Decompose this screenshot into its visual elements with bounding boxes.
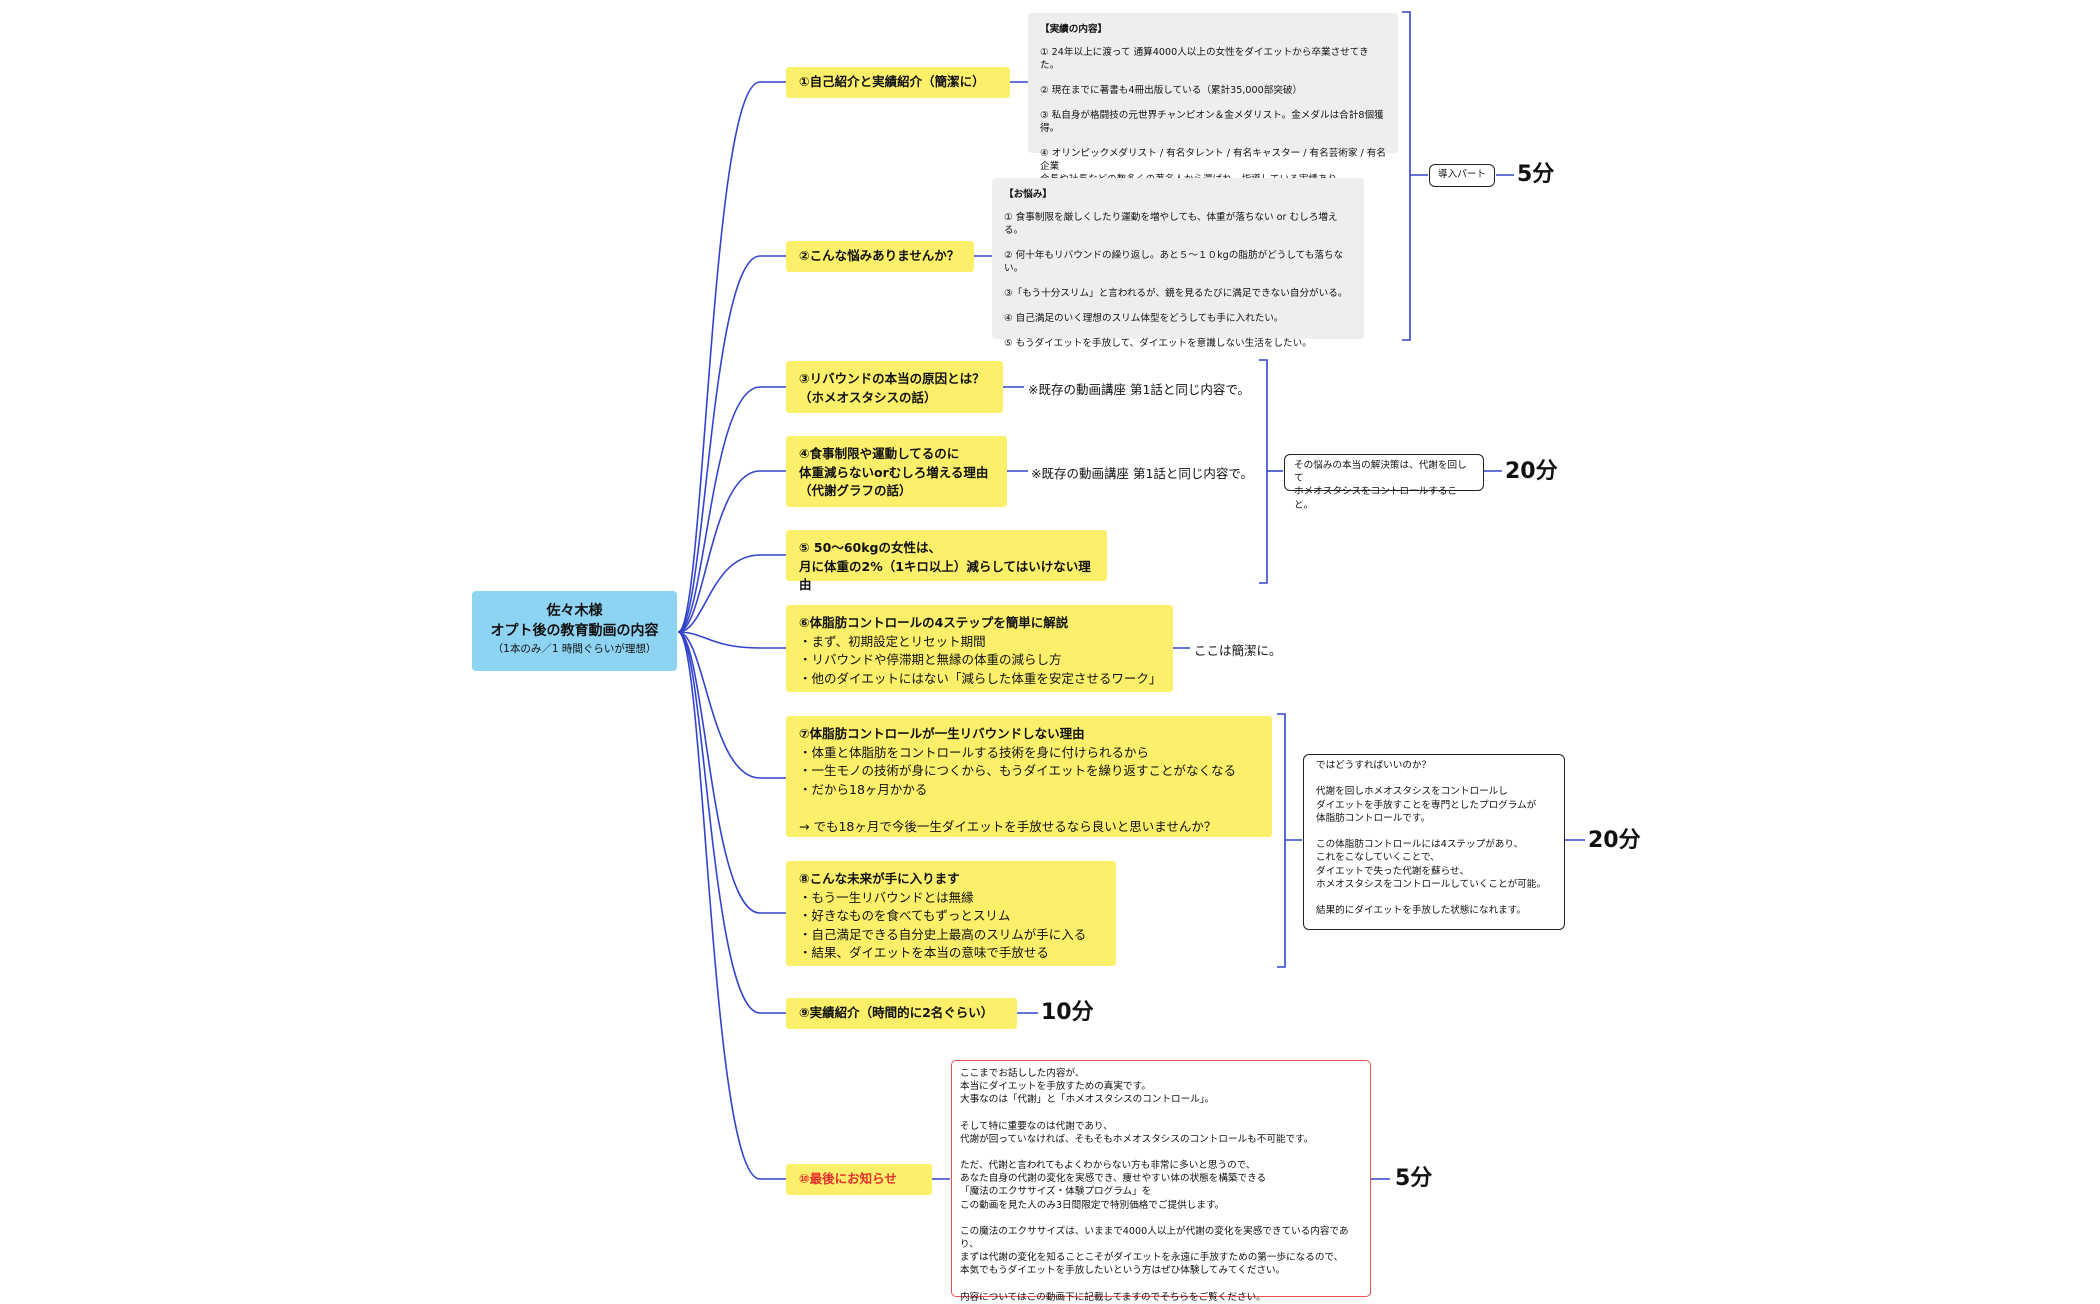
final-announcement-box: ここまでお話しした内容が、 本当にダイエットを手放すための真実です。 大事なのは… xyxy=(951,1060,1371,1303)
topic-lines: ・もう一生リバウンドとは無縁 ・好きなものを食べてもずっとスリム ・自己満足でき… xyxy=(799,889,1087,961)
worry-item: ① 食事制限を厳しくしたり運動を増やしても、体重が落ちない or むしろ増える。 xyxy=(1004,212,1338,236)
time-intro: 5分 xyxy=(1517,162,1555,187)
achievement-item: ② 現在までに著書も4冊出版している（累計35,000部突破） xyxy=(1040,85,1303,96)
topic-label: ②こんな悩みありませんか？ xyxy=(799,248,960,263)
topic-10[interactable]: ⑩最後にお知らせ xyxy=(786,1164,932,1195)
topic-label: ③リバウンドの本当の原因とは？ （ホメオスタシスの話） xyxy=(799,371,985,405)
note-topic-6: ここは簡潔に。 xyxy=(1194,643,1282,658)
note-topic-3: ※既存の動画講座 第1話と同じ内容で。 xyxy=(1028,382,1250,397)
root-note: （1本のみ／1 時間ぐらいが理想） xyxy=(492,643,657,655)
final-paragraph: 内容についてはこの動画下に記載してますのでそちらをご覧ください。 xyxy=(960,1291,1266,1303)
root-title: 佐々木様 xyxy=(546,603,603,619)
topic-label: ⑧こんな未来が手に入ります xyxy=(799,871,960,886)
final-paragraph: ただ、代謝と言われてもよくわからない方も非常に多いと思うので、 あなた自身の代謝… xyxy=(960,1160,1267,1211)
worry-item: ④ 自己満足のいく理想のスリム体型をどうしても手に入れたい。 xyxy=(1004,313,1284,324)
topic-label: ④食事制限や運動してるのに 体重減らないorむしろ増える理由 （代謝グラフの話） xyxy=(799,446,989,498)
topic-4[interactable]: ④食事制限や運動してるのに 体重減らないorむしろ増える理由 （代謝グラフの話） xyxy=(786,436,1007,507)
worry-item: ② 何十年もリバウンドの繰り返し。あと５〜１０kgの脂肪がどうしても落ちない。 xyxy=(1004,250,1344,274)
worries-box: 【お悩み】 ① 食事制限を厳しくしたり運動を増やしても、体重が落ちない or む… xyxy=(992,178,1364,349)
achievements-title: 【実績の内容】 xyxy=(1040,24,1108,35)
topic-label: ⑥体脂肪コントロールの4ステップを簡単に解説 xyxy=(799,615,1069,630)
branch-5 xyxy=(677,554,786,633)
topic-lines: ・まず、初期設定とリセット期間 ・リバウンドや停滞期と無縁の体重の減らし方 ・他… xyxy=(799,633,1162,686)
worry-item: ⑤ もうダイエットを手放して、ダイエットを意識しない生活をしたい。 xyxy=(1004,338,1312,349)
time-cases: 10分 xyxy=(1041,1000,1094,1025)
solution-box: その悩みの本当の解決策は、代謝を回して ホメオスタシスをコントロールすること。 xyxy=(1284,454,1484,511)
topic-5[interactable]: ⑤ 50〜60kgの女性は、 月に体重の2%（1キロ以上）減らしてはいけない理由 xyxy=(786,530,1107,592)
intro-part-tag: 導入パート xyxy=(1429,164,1495,187)
branch-7 xyxy=(677,631,786,779)
topic-label: ①自己紹介と実績紹介（簡潔に） xyxy=(799,74,985,89)
time-problem: 20分 xyxy=(1505,459,1558,484)
final-paragraph: そして特に重要なのは代謝であり、 代謝が回っていなければ、そもそもホメオスタシス… xyxy=(960,1120,1314,1145)
note-topic-4: ※既存の動画講座 第1話と同じ内容で。 xyxy=(1031,466,1253,481)
root-subtitle: オプト後の教育動画の内容 xyxy=(490,623,659,639)
branch-1 xyxy=(677,81,786,633)
topic-3[interactable]: ③リバウンドの本当の原因とは？ （ホメオスタシスの話） xyxy=(786,361,1003,413)
achievement-item: ① 24年以上に渡って 通算4000人以上の女性をダイエットから卒業させてきた。 xyxy=(1040,47,1369,71)
worry-item: ③「もう十分スリム」と言われるが、鏡を見るたびに満足できない自分がいる。 xyxy=(1004,288,1348,299)
topic-6[interactable]: ⑥体脂肪コントロールの4ステップを簡単に解説 ・まず、初期設定とリセット期間 ・… xyxy=(786,605,1173,692)
bracket-solution xyxy=(1277,713,1286,968)
howto-box: ではどうすればいいのか？ 代謝を回しホメオスタシスをコントロールし ダイエットを… xyxy=(1303,754,1565,930)
branch-6 xyxy=(677,631,786,649)
branch-4 xyxy=(677,470,786,633)
topic-1[interactable]: ①自己紹介と実績紹介（簡潔に） xyxy=(786,67,1010,98)
topic-lines: ・体重と体脂肪をコントロールする技術を身に付けられるから ・一生モノの技術が身に… xyxy=(799,744,1237,834)
achievements-box: 【実績の内容】 ① 24年以上に渡って 通算4000人以上の女性をダイエットから… xyxy=(1028,13,1398,185)
achievement-item: ③ 私自身が格闘技の元世界チャンピオン＆金メダリスト。金メダルは合計8個獲得。 xyxy=(1040,110,1384,134)
root-node[interactable]: 佐々木様 オプト後の教育動画の内容 （1本のみ／1 時間ぐらいが理想） xyxy=(472,591,677,671)
topic-2[interactable]: ②こんな悩みありませんか？ xyxy=(786,241,974,272)
topic-label: ⑩最後にお知らせ xyxy=(799,1171,897,1186)
final-paragraph: ここまでお話しした内容が、 本当にダイエットを手放すための真実です。 大事なのは… xyxy=(960,1068,1215,1106)
time-final: 5分 xyxy=(1395,1166,1433,1191)
bracket-problem xyxy=(1259,359,1268,584)
topic-7[interactable]: ⑦体脂肪コントロールが一生リバウンドしない理由 ・体重と体脂肪をコントロールする… xyxy=(786,716,1272,837)
branch-8 xyxy=(677,631,786,914)
branch-10 xyxy=(677,631,786,1180)
branch-3 xyxy=(677,386,786,633)
topic-label: ⑦体脂肪コントロールが一生リバウンドしない理由 xyxy=(799,726,1085,741)
branch-9 xyxy=(677,631,786,1014)
final-paragraph: この魔法のエクササイズは、いままで4000人以上が代謝の変化を実感できている内容… xyxy=(960,1225,1349,1277)
time-solution: 20分 xyxy=(1588,828,1641,853)
bracket-intro xyxy=(1402,11,1411,341)
topic-9[interactable]: ⑨実績紹介（時間的に2名ぐらい） xyxy=(786,998,1017,1029)
worries-title: 【お悩み】 xyxy=(1004,189,1052,200)
topic-8[interactable]: ⑧こんな未来が手に入ります ・もう一生リバウンドとは無縁 ・好きなものを食べても… xyxy=(786,861,1116,966)
branch-2 xyxy=(677,255,786,633)
topic-label: ⑨実績紹介（時間的に2名ぐらい） xyxy=(799,1005,994,1020)
topic-label: ⑤ 50〜60kgの女性は、 月に体重の2%（1キロ以上）減らしてはいけない理由 xyxy=(799,540,1091,592)
